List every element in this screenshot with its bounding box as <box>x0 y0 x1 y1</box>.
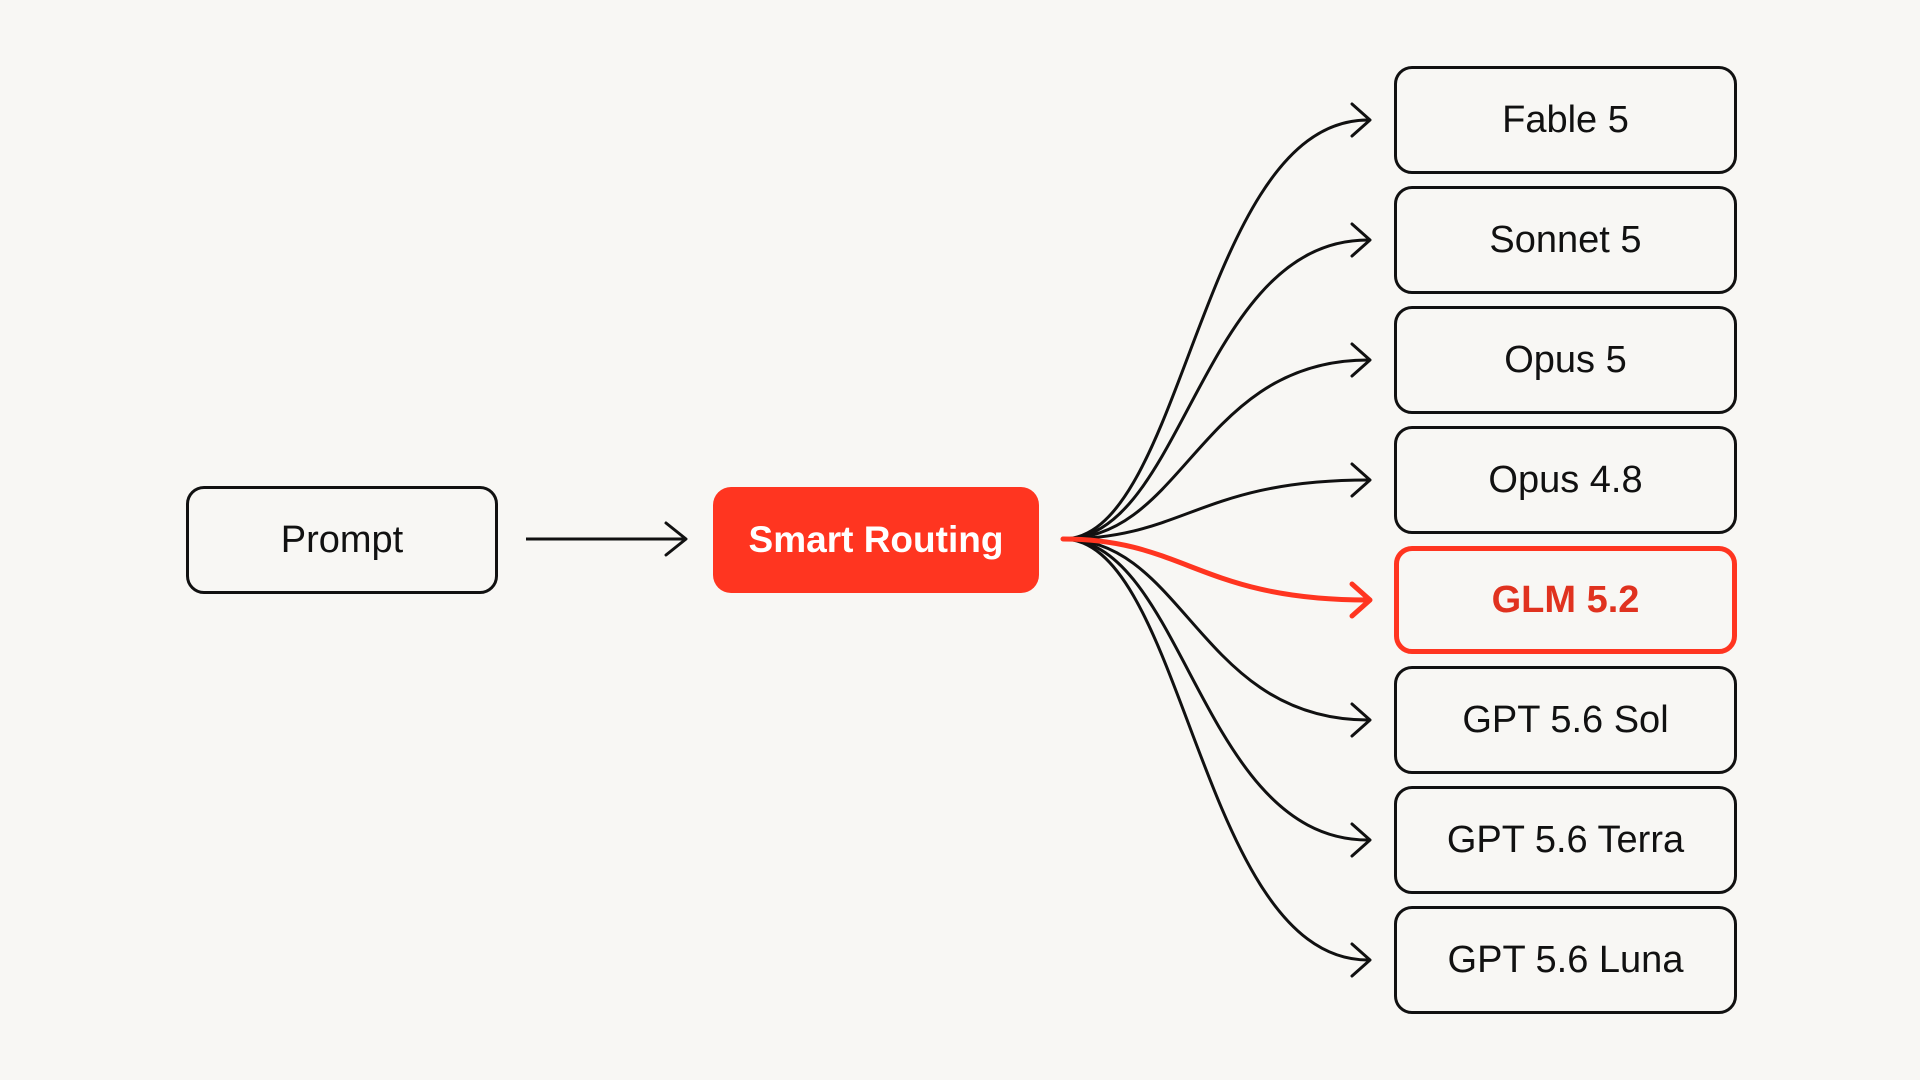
target-node: Opus 4.8 <box>1394 426 1737 534</box>
route-arrowhead <box>1350 942 1372 978</box>
target-label: Sonnet 5 <box>1489 218 1642 261</box>
route-arrowhead <box>1350 822 1372 858</box>
prompt-to-router-arrow <box>526 521 688 557</box>
route-line <box>1061 537 1370 962</box>
route-line <box>1061 537 1370 722</box>
route-arrowhead <box>1350 102 1372 138</box>
prompt-label: Prompt <box>280 518 404 561</box>
target-node-selected: GLM 5.2 <box>1394 546 1737 654</box>
target-node: Sonnet 5 <box>1394 186 1737 294</box>
route-arrowhead <box>1350 702 1372 738</box>
prompt-to-router-arrowhead <box>664 521 688 557</box>
target-label: GLM 5.2 <box>1491 578 1640 621</box>
target-label: GPT 5.6 Terra <box>1446 818 1685 861</box>
target-label: GPT 5.6 Luna <box>1447 938 1684 981</box>
target-label: GPT 5.6 Sol <box>1462 698 1669 741</box>
route-line <box>1061 537 1370 842</box>
target-label: Fable 5 <box>1502 98 1629 141</box>
route-lines <box>1060 102 1373 978</box>
target-node: GPT 5.6 Sol <box>1394 666 1737 774</box>
smart-routing-label: Smart Routing <box>748 519 1004 560</box>
route-arrowhead <box>1350 342 1372 378</box>
route-arrowhead-selected <box>1349 581 1373 619</box>
prompt-node: Prompt <box>186 486 498 594</box>
route-line <box>1061 238 1370 541</box>
target-label: Opus 4.8 <box>1488 458 1643 501</box>
route-line <box>1061 358 1370 541</box>
smart-routing-node: Smart Routing <box>713 487 1039 593</box>
target-node: GPT 5.6 Luna <box>1394 906 1737 1014</box>
route-arrowhead <box>1350 462 1372 498</box>
route-line-selected <box>1060 536 1371 603</box>
target-node: Fable 5 <box>1394 66 1737 174</box>
target-node: GPT 5.6 Terra <box>1394 786 1737 894</box>
target-node: Opus 5 <box>1394 306 1737 414</box>
route-arrowhead <box>1350 222 1372 258</box>
route-line <box>1061 118 1370 541</box>
route-line <box>1061 478 1370 541</box>
target-label: Opus 5 <box>1504 338 1627 381</box>
